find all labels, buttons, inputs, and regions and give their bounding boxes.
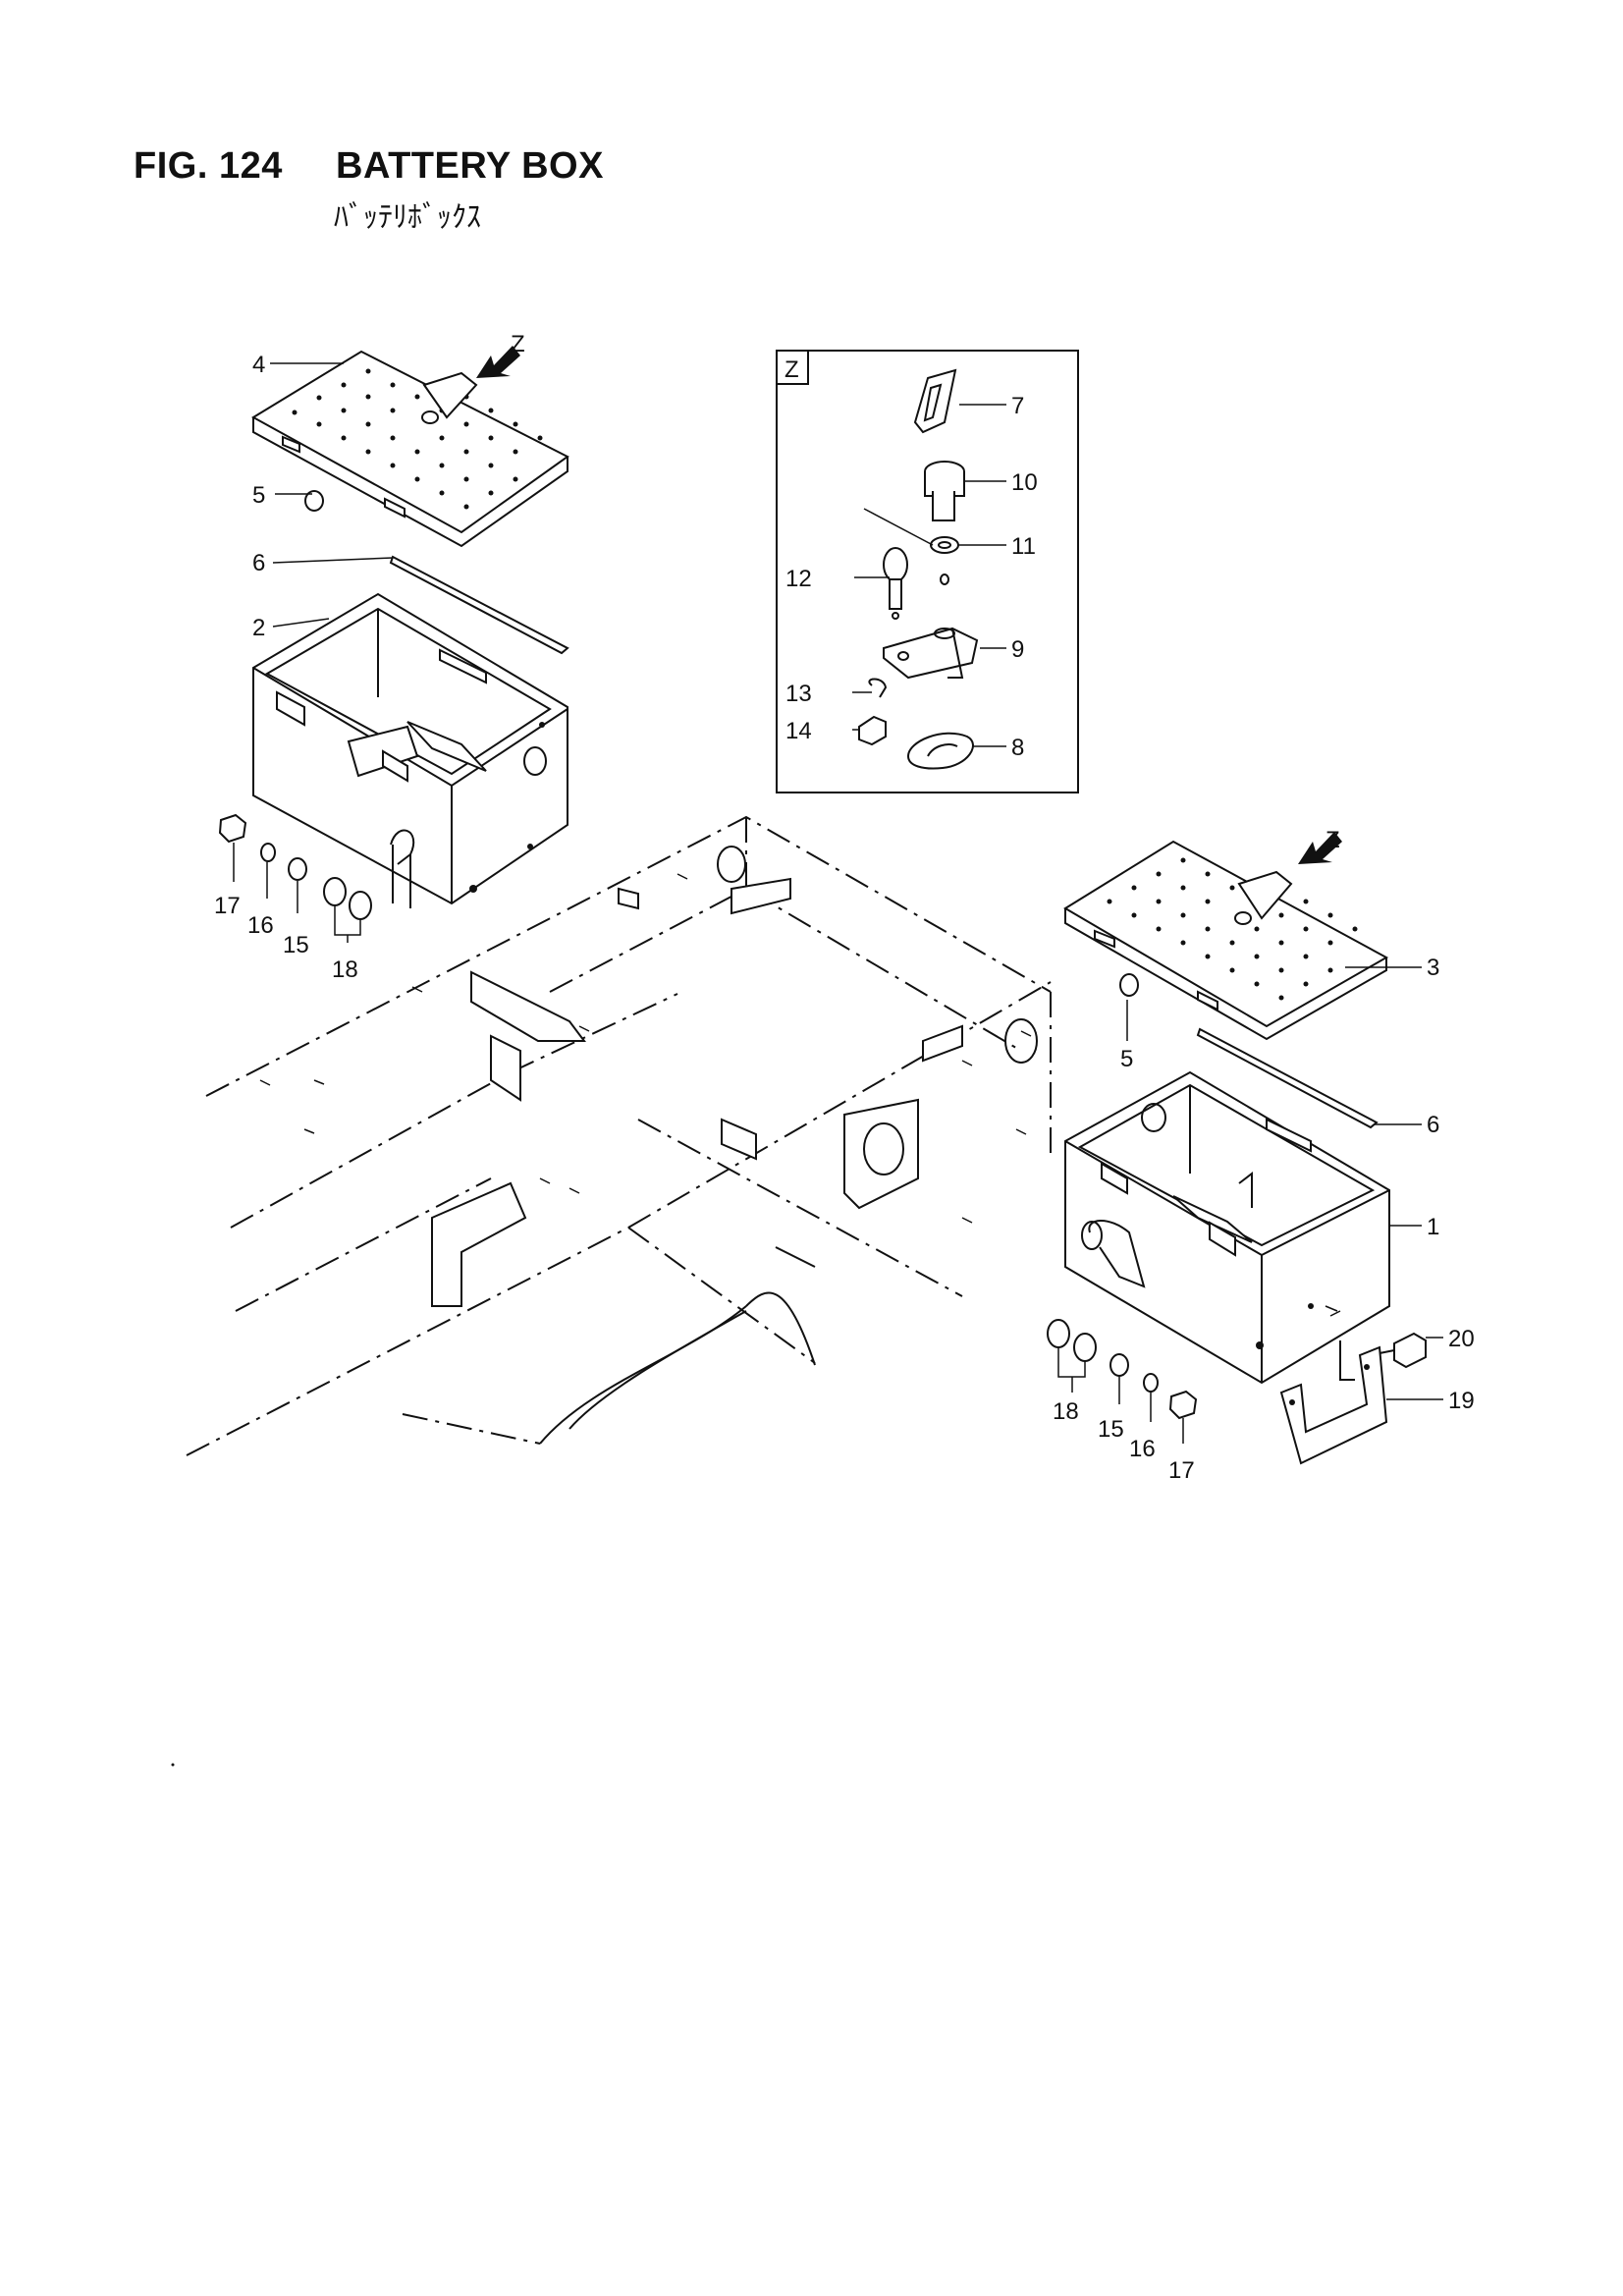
battery-cover-right	[1063, 840, 1389, 1041]
callout-5: 5	[252, 482, 265, 509]
callout-14: 14	[785, 718, 812, 744]
callout-18: 18	[1053, 1398, 1079, 1425]
view-arrow-label: Z	[1325, 827, 1340, 853]
battery-box-left	[252, 592, 568, 908]
callouts: 4 5 6 2 3 5 6 1 7 10 11 12 9 13 14 8 17 …	[214, 352, 1475, 1484]
callout-15: 15	[1098, 1416, 1124, 1443]
callout-15: 15	[283, 932, 309, 958]
callout-10: 10	[1011, 469, 1038, 496]
view-arrow-z-right: Z	[1298, 827, 1342, 864]
callout-17: 17	[1168, 1457, 1195, 1484]
detail-view-z: Z	[776, 350, 1079, 793]
callout-3: 3	[1427, 955, 1439, 981]
callout-20: 20	[1448, 1326, 1475, 1352]
callout-9: 9	[1011, 636, 1024, 663]
callout-13: 13	[785, 681, 812, 707]
callout-16: 16	[247, 912, 274, 939]
cover-holes	[1107, 857, 1358, 1001]
hardware-right	[1047, 1319, 1427, 1420]
clamp-bracket	[1279, 1345, 1388, 1465]
callout-6: 6	[1427, 1112, 1439, 1138]
callout-1: 1	[1427, 1214, 1439, 1240]
battery-box-right	[1064, 1070, 1390, 1385]
stray-dot	[171, 1763, 175, 1767]
callout-17: 17	[214, 893, 241, 919]
view-arrow-label: Z	[511, 331, 525, 357]
callout-12: 12	[785, 566, 812, 592]
frame-outline	[186, 815, 1052, 1456]
callout-18: 18	[332, 957, 358, 983]
figure-number: FIG. 124	[134, 145, 283, 187]
figure-subtitle: ﾊﾞｯﾃﾘﾎﾞｯｸｽ	[334, 200, 481, 235]
seal-strip-right	[1196, 1027, 1379, 1129]
callout-4: 4	[252, 352, 265, 378]
callout-11: 11	[1011, 533, 1036, 560]
callout-19: 19	[1448, 1388, 1475, 1414]
hardware-left	[218, 490, 372, 920]
leader-lines	[233, 362, 1443, 1444]
washer-5-right	[1119, 973, 1139, 997]
callout-2: 2	[252, 615, 265, 641]
callout-5: 5	[1120, 1046, 1133, 1072]
callout-6: 6	[252, 550, 265, 576]
detail-view-label: Z	[784, 356, 799, 383]
callout-8: 8	[1011, 735, 1024, 761]
callout-7: 7	[1011, 393, 1024, 419]
seal-strip-left	[389, 555, 569, 655]
view-arrow-z-left: Z	[476, 331, 525, 378]
battery-cover-left	[251, 350, 569, 548]
figure-title: BATTERY BOX	[336, 145, 604, 187]
callout-16: 16	[1129, 1436, 1156, 1462]
